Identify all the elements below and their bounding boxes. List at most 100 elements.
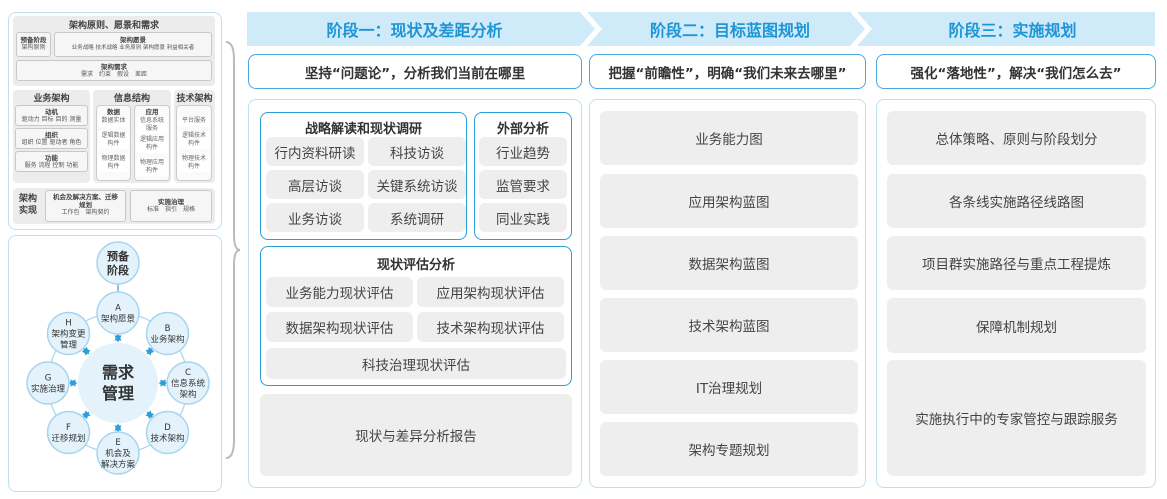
phase-label: 机会及 xyxy=(105,448,131,459)
assessment-item: 数据架构现状评估 xyxy=(266,312,413,342)
bidirectional-arrow-icon xyxy=(145,410,155,420)
gap-analysis-report: 现状与差异分析报告 xyxy=(260,394,572,476)
center-circle xyxy=(78,343,158,423)
app-title: 应用 xyxy=(145,108,159,116)
stage-1-subtitle: 坚持“问题论”，分析我们当前在哪里 xyxy=(248,54,582,89)
strategy-item: 业务访谈 xyxy=(266,203,364,232)
chip: 逻辑技术构件 xyxy=(178,131,210,149)
implementation-item: 实施执行中的专家管控与跟踪服务 xyxy=(887,360,1146,476)
chip: 逻辑应用构件 xyxy=(136,135,168,153)
prelim-text: 架构原则 xyxy=(21,44,46,51)
assessment-item: 技术架构现状评估 xyxy=(417,312,564,342)
chip: 物理应用构件 xyxy=(136,158,168,176)
phase-node-c xyxy=(166,361,210,405)
motivation-box: 动机驱动力 目标 目的 测量 xyxy=(15,105,88,126)
function-box: 功能服务 流程 控制 功能 xyxy=(15,151,88,172)
gov-title: 实施治理 xyxy=(158,198,184,206)
current-assessment-box: 现状评估分析 xyxy=(260,246,572,386)
requirements-management-label: 需求管理 xyxy=(101,363,134,403)
strategy-item: 系统调研 xyxy=(368,203,466,232)
opportunity-box: 机会及解决方案、迁移规划工作包 架构契约 xyxy=(45,190,126,222)
phase-label: 管理 xyxy=(60,340,78,351)
vision-text: 业务战略 技术战略 业务原则 架构愿景 利益相关者 xyxy=(71,45,195,51)
chip: 数据实体 xyxy=(98,117,129,127)
implementation-title: 架构实现 xyxy=(18,194,37,216)
phase-label: 架构愿景 xyxy=(101,314,135,325)
box-text: 服务 流程 控制 功能 xyxy=(24,162,79,169)
phase-label: 实施治理 xyxy=(31,384,66,395)
req-title: 架构需求 xyxy=(101,63,127,71)
phase-node-a xyxy=(96,291,140,335)
phase-label: H xyxy=(65,319,71,329)
prelim-node xyxy=(96,241,140,285)
phase-label: E xyxy=(115,438,120,448)
bidirectional-arrow-icon xyxy=(81,346,91,356)
external-item: 行业趋势 xyxy=(479,137,567,166)
assessment-item: 应用架构现状评估 xyxy=(417,277,564,307)
phase-label: B xyxy=(165,324,171,334)
external-title: 外部分析 xyxy=(496,122,549,137)
phase-label: C xyxy=(185,368,191,378)
phase-node-g xyxy=(26,361,70,405)
implementation-item: 总体策略、原则与阶段划分 xyxy=(887,111,1146,165)
phase-label: 信息系统 xyxy=(171,378,206,389)
phase-label: 迁移规划 xyxy=(51,433,85,444)
phase-label: 业务架构 xyxy=(150,334,184,345)
phase-node-b xyxy=(145,311,190,356)
phase-node-h xyxy=(46,311,91,356)
principles-title: 架构原则、愿景和需求 xyxy=(68,21,159,31)
organization-box: 组织组织 位置 驱动者 角色 xyxy=(15,128,88,149)
phase-node-d xyxy=(145,410,190,455)
brace-icon xyxy=(225,41,241,459)
tech-arch-title: 技术架构 xyxy=(176,94,213,104)
chip: 物理技术构件 xyxy=(178,154,210,172)
blueprint-item: 业务能力图 xyxy=(600,111,858,165)
strategy-item: 行内资料研读 xyxy=(266,137,364,166)
prelim-title: 预备阶段 xyxy=(20,36,47,44)
blueprint-item: 架构专题规划 xyxy=(600,422,858,476)
phase-node-f xyxy=(46,410,91,455)
strategy-item: 高层访谈 xyxy=(266,170,364,199)
stage-1-panel xyxy=(248,99,582,488)
strategy-item: 关键系统访谈 xyxy=(368,170,466,199)
box-text: 驱动力 目标 目的 测量 xyxy=(21,116,82,123)
box-text: 组织 位置 驱动者 角色 xyxy=(21,139,82,146)
external-item: 监管要求 xyxy=(479,170,567,199)
phase-label: G xyxy=(45,374,52,384)
blueprint-item: 应用架构蓝图 xyxy=(600,174,858,228)
phase-label: D xyxy=(164,423,171,433)
strategy-title: 战略解读和现状调研 xyxy=(304,122,422,137)
adm-cycle-diagram: 预备阶段A架构愿景B业务架构C信息系统架构D技术架构E机会及解决方案F迁移规划G… xyxy=(26,241,210,475)
stage-2-panel xyxy=(589,99,866,488)
chip: 逻辑数据构件 xyxy=(98,131,129,149)
stage-2-banner: 阶段二：目标蓝图规划 xyxy=(649,21,810,40)
stage-3-panel xyxy=(876,99,1156,488)
data-title: 数据 xyxy=(107,108,120,116)
strategy-research-box: 战略解读和现状调研 xyxy=(260,112,467,240)
box-title: 动机 xyxy=(45,108,58,116)
prelim-box: 预备阶段架构原则 xyxy=(16,32,51,57)
business-arch-title: 业务架构 xyxy=(33,94,70,104)
phase-label: A xyxy=(115,304,121,314)
bidirectional-arrow-icon xyxy=(81,410,91,420)
blueprint-item: 技术架构蓝图 xyxy=(600,298,858,352)
chip: 平台服务 xyxy=(178,117,210,127)
prelim-label: 阶段 xyxy=(107,263,129,277)
stage-1-banner: 阶段一：现状及差距分析 xyxy=(326,21,503,40)
phase-label: 架构变更 xyxy=(51,329,86,340)
opp-title: 机会及解决方案、迁移规划 xyxy=(53,193,118,209)
vision-title: 架构愿景 xyxy=(120,36,146,44)
external-analysis-box: 外部分析 xyxy=(474,112,572,240)
phase-label: 技术架构 xyxy=(150,433,184,444)
box-title: 组织 xyxy=(45,131,58,139)
chip: 物理数据构件 xyxy=(98,154,129,172)
prelim-label: 预备 xyxy=(107,249,130,263)
implementation-item: 项目群实施路径与重点工程提炼 xyxy=(887,236,1146,290)
implementation-item: 保障机制规划 xyxy=(887,298,1146,353)
external-item: 同业实践 xyxy=(479,203,567,232)
chip: 信息系统服务 xyxy=(136,116,168,134)
stage-3-banner: 阶段三：实施规划 xyxy=(948,21,1077,40)
governance-box: 实施治理标准 指引 规格 xyxy=(130,190,212,222)
strategy-item: 科技访谈 xyxy=(368,137,466,166)
opp-text: 工作包 架构契约 xyxy=(61,209,110,216)
